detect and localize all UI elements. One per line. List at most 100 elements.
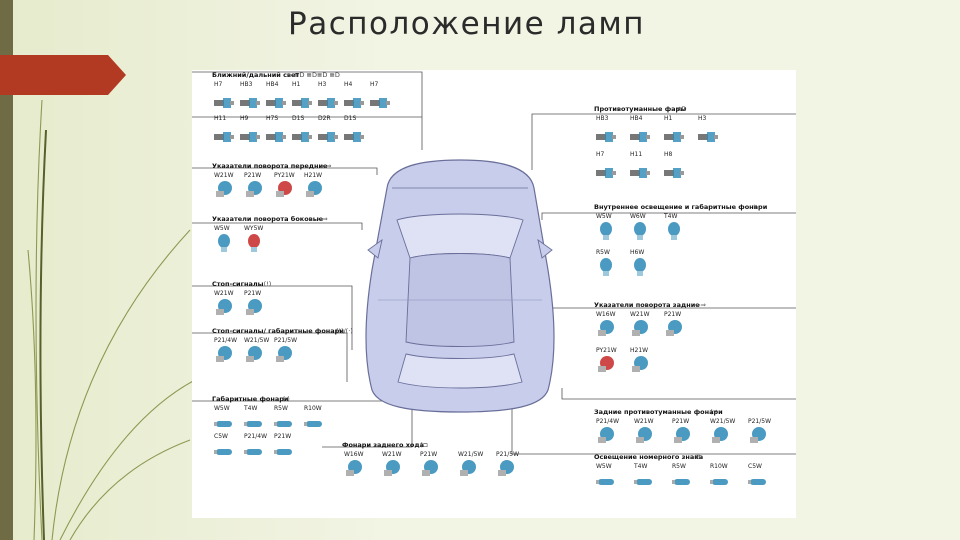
headlights-bulb-icon <box>266 98 286 108</box>
plate-bulb-icon <box>748 479 766 485</box>
reverse-title: Фонари заднего хода <box>342 441 424 449</box>
front_turn-bulb-label: PY21W <box>274 172 295 179</box>
rear_turn-title: Указатели поворота задние <box>594 301 700 309</box>
side_turn-bulb-icon <box>248 234 260 252</box>
stop-bulb-label: P21W <box>244 290 262 297</box>
headlights-bulb-icon <box>318 98 338 108</box>
front_turn-title: Указатели поворота передние <box>212 162 328 170</box>
rear_turn-bulb-label: W21W <box>630 311 650 318</box>
headlights-bulb-icon <box>344 132 364 142</box>
fog_front-bulb-icon <box>596 168 616 178</box>
fog_front-bulb-label: H1 <box>664 115 673 122</box>
parking-bulb-icon <box>214 421 232 427</box>
front_turn-bulb-icon <box>216 181 232 197</box>
rear_fog-bulb-icon <box>598 427 614 443</box>
rear_turn-bulb-label: H21W <box>630 347 649 354</box>
fog_front-symbol: ≢D <box>676 105 687 113</box>
deco-line-5 <box>69 439 191 540</box>
side_turn-bulb-label: W5W <box>214 225 230 232</box>
reverse-bulb-icon <box>422 460 438 476</box>
headlights-bulb-icon <box>240 132 260 142</box>
side_turn-bulb-label: WY5W <box>244 225 264 232</box>
reverse-bulb-icon <box>346 460 362 476</box>
headlights-bulb-icon <box>214 98 234 108</box>
interior-bulb-icon <box>668 222 680 240</box>
parking-title: Габаритные фонари <box>212 395 289 403</box>
parking-bulb-label: T4W <box>244 405 258 412</box>
side_turn-bulb-icon <box>218 234 230 252</box>
fog_front-bulb-label: H8 <box>664 151 673 158</box>
fog_front-bulb-label: HB4 <box>630 115 643 122</box>
stop_parking-bulb-label: W21/5W <box>244 337 270 344</box>
interior-symbol: ☀ <box>752 203 758 211</box>
headlights-symbol: ≣D ≣D≣D ≣D <box>294 71 340 79</box>
fog_front-bulb-icon <box>630 168 650 178</box>
rear_turn-bulb-icon <box>598 356 614 372</box>
parking-bulb-icon <box>244 421 262 427</box>
headlights-title: Ближний/дальний свет <box>212 71 300 79</box>
interior-bulb-label: T4W <box>664 213 678 220</box>
rear_turn-bulb-label: PY21W <box>596 347 617 354</box>
stop_parking-bulb-label: P21/5W <box>274 337 298 344</box>
stop-title: Стоп-сигналы <box>212 280 264 288</box>
stop_parking-bulb-icon <box>216 346 232 362</box>
rear_fog-bulb-label: P21/4W <box>596 418 620 425</box>
headlights-bulb-label: H11 <box>214 115 227 122</box>
parking-bulb-icon <box>304 421 322 427</box>
rear_fog-bulb-label: W21W <box>634 418 654 425</box>
parking-bulb-icon <box>274 449 292 455</box>
reverse-bulb-label: P21W <box>420 451 438 458</box>
front_turn-bulb-label: W21W <box>214 172 234 179</box>
deco-line-4 <box>27 249 37 540</box>
front_turn-bulb-label: P21W <box>244 172 262 179</box>
plate-bulb-label: W5W <box>596 463 612 470</box>
deco-line-6 <box>39 129 47 540</box>
front_turn-bulb-icon <box>276 181 292 197</box>
rear_fog-bulb-icon <box>712 427 728 443</box>
rear_fog-bulb-label: P21W <box>672 418 690 425</box>
plate-bulb-label: R5W <box>672 463 686 470</box>
parking-bulb-icon <box>274 421 292 427</box>
fog_front-bulb-icon <box>664 132 684 142</box>
rear_turn-symbol: ⇐⇒ <box>695 301 706 309</box>
parking-bulb-icon <box>214 449 232 455</box>
rear_turn-bulb-label: W16W <box>596 311 616 318</box>
stop-bulb-icon <box>216 299 232 315</box>
interior-bulb-label: R5W <box>596 249 610 256</box>
headlights-bulb-label: D1S <box>344 115 357 122</box>
stop-bulb-label: W21W <box>214 290 234 297</box>
headlights-bulb-icon <box>344 98 364 108</box>
rear_turn-bulb-icon <box>598 320 614 336</box>
headlights-bulb-label: H1 <box>292 81 301 88</box>
plate-bulb-icon <box>710 479 728 485</box>
front_turn-bulb-label: H21W <box>304 172 323 179</box>
headlights-bulb-label: D1S <box>292 115 305 122</box>
fog_front-bulb-label: H3 <box>698 115 707 122</box>
plate-bulb-icon <box>672 479 690 485</box>
slide-title: Расположение ламп <box>288 6 646 42</box>
interior-title: Внутреннее освещение и габаритные фонари <box>594 203 768 211</box>
plate-bulb-icon <box>596 479 614 485</box>
headlights-bulb-icon <box>318 132 338 142</box>
deco-line-2 <box>51 229 191 540</box>
parking-bulb-label: P21W <box>274 433 292 440</box>
parking-bulb-label: R10W <box>304 405 322 412</box>
rear_fog-bulb-label: W21/5W <box>710 418 736 425</box>
reverse-bulb-label: W21W <box>382 451 402 458</box>
fog_front-title: Противотуманные фары <box>594 105 687 113</box>
parking-bulb-label: R5W <box>274 405 288 412</box>
interior-bulb-label: W6W <box>630 213 646 220</box>
plate-bulb-label: R10W <box>710 463 728 470</box>
plate-title: Освещение номерного знака <box>594 453 704 461</box>
rear_fog-bulb-label: P21/5W <box>748 418 772 425</box>
reverse-bulb-label: P21/5W <box>496 451 520 458</box>
headlights-bulb-icon <box>292 132 312 142</box>
rear_fog-bulb-icon <box>750 427 766 443</box>
headlights-bulb-label: D2R <box>318 115 331 122</box>
headlights-bulb-label: HB4 <box>266 81 279 88</box>
rear_turn-bulb-icon <box>632 320 648 336</box>
reverse-bulb-label: W21/5W <box>458 451 484 458</box>
rear_fog-bulb-icon <box>636 427 652 443</box>
